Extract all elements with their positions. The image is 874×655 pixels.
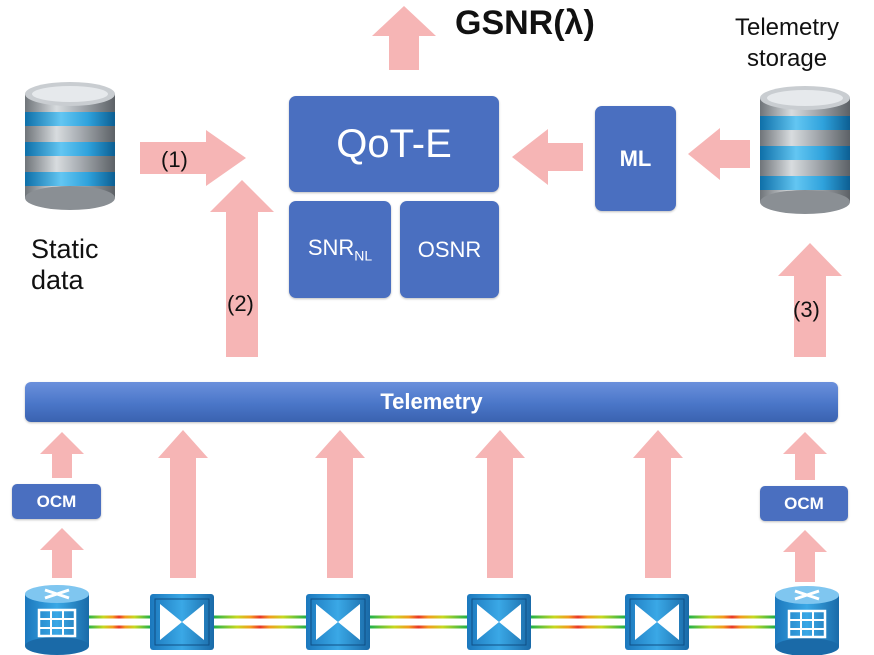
ml-label: ML <box>619 145 652 171</box>
static-data-line2: data <box>31 265 84 295</box>
telemetry-storage-label: Telemetry storage <box>735 12 839 74</box>
gsnr-title: GSNR(λ) <box>455 4 595 42</box>
static-data-line1: Static <box>31 234 99 264</box>
arrow-label-3: (3) <box>793 297 820 322</box>
snr-nl-label: SNRNL <box>308 235 372 263</box>
telemetry-storage-line2: storage <box>746 45 828 72</box>
ocm-left-up-arrow <box>40 432 84 478</box>
snr-subscript: NL <box>354 247 373 264</box>
fiber-span-1 <box>88 615 150 629</box>
router-right-icon <box>773 584 841 655</box>
static-data-label: Static data <box>31 234 99 296</box>
arrow-label-2: (2) <box>227 291 254 316</box>
ocm-left-bottom-arrow <box>40 528 84 578</box>
osnr-box[interactable]: OSNR <box>400 201 499 298</box>
amplifier-3-icon <box>466 593 532 651</box>
qote-box[interactable]: QoT-E <box>289 96 499 192</box>
amplifier-2-icon <box>305 593 371 651</box>
ocm-left-label: OCM <box>36 491 77 511</box>
ocm-right-up-arrow <box>783 432 827 480</box>
osnr-label: OSNR <box>417 236 482 262</box>
arrow-label-1: (1) <box>161 147 188 172</box>
ocm-right-box[interactable]: OCM <box>760 486 848 521</box>
router-left-icon <box>23 583 91 655</box>
amplifier-4-icon <box>624 593 690 651</box>
telemetry-storage-line1: Telemetry <box>735 14 840 41</box>
snr-nl-box[interactable]: SNRNL <box>289 201 391 298</box>
amp-telemetry-arrow-1 <box>158 430 208 578</box>
snr-main-text: SNR <box>307 235 355 261</box>
static-to-qote-arrow <box>140 130 246 186</box>
ocm-right-bottom-arrow <box>783 530 827 582</box>
ml-to-qote-arrow <box>512 129 583 185</box>
amp-telemetry-arrow-3 <box>475 430 525 578</box>
fiber-span-2 <box>214 615 306 629</box>
amplifier-1-icon <box>149 593 215 651</box>
fiber-span-5 <box>689 615 775 629</box>
storage-to-ml-arrow <box>688 128 750 180</box>
ml-box[interactable]: ML <box>595 106 676 211</box>
qote-label: QoT-E <box>336 121 452 166</box>
ocm-left-box[interactable]: OCM <box>12 484 101 519</box>
static-data-database-icon <box>25 82 115 210</box>
amp-telemetry-arrow-4 <box>633 430 683 578</box>
gsnr-output-arrow <box>372 6 436 70</box>
telemetry-bar-label: Telemetry <box>380 389 483 414</box>
amp-telemetry-arrow-2 <box>315 430 365 578</box>
fiber-span-4 <box>531 615 625 629</box>
telemetry-to-storage-arrow <box>778 243 842 357</box>
telemetry-bar[interactable]: Telemetry <box>25 382 838 422</box>
telemetry-to-qote-arrow <box>210 180 274 357</box>
ocm-right-label: OCM <box>784 493 824 513</box>
fiber-span-3 <box>370 615 467 629</box>
telemetry-storage-database-icon <box>760 86 850 214</box>
